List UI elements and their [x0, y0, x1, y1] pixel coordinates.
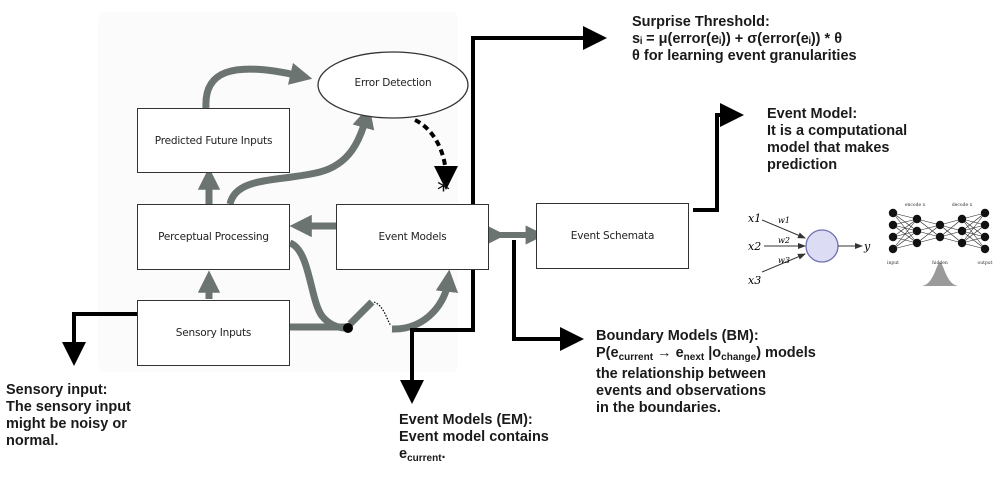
perceptron-input-x2: x2	[748, 240, 761, 253]
connector-to-surprise	[471, 26, 607, 330]
boundary-line: the relationship between	[596, 366, 766, 382]
perceptual-processing-node: Perceptual Processing	[137, 204, 290, 270]
autoencoder-edge	[961, 224, 986, 244]
predicted-future-inputs-node: Predicted Future Inputs	[137, 108, 290, 173]
boundary-formula: P(ecurrent → enext |ochange) models	[596, 345, 816, 363]
surprise-formula: sᵢ = μ(error(eᵢ)) + σ(error(eᵢ)) * θ	[632, 31, 843, 47]
sensory-title: Sensory input:	[6, 382, 108, 398]
em-formula: ecurrent.	[399, 446, 446, 464]
autoencoder-node	[980, 220, 990, 230]
connector-to-event-model	[693, 103, 744, 212]
error-detection-node	[317, 51, 469, 119]
perceptron-weight-w2: w2	[778, 236, 790, 245]
gaussian-shape	[922, 262, 958, 286]
switch-node	[343, 323, 353, 333]
autoencoder-edge	[892, 218, 918, 238]
event-model-line: It is a computational	[767, 123, 908, 139]
sensory-line: normal.	[6, 433, 59, 449]
perceptron-figure: x1 x2 x3 w1 w2 w3 y	[742, 200, 872, 288]
perceptron-output-y: y	[863, 240, 871, 253]
event-model-line: prediction	[767, 157, 838, 173]
asterisk-marker: *	[437, 176, 450, 206]
autoencoder-label: input	[887, 260, 899, 266]
autoencoder-node	[957, 226, 967, 236]
boundary-title: Boundary Models (BM):	[596, 328, 759, 344]
event-model-note: Event Model: It is a computational model…	[767, 106, 907, 174]
autoencoder-edge	[892, 218, 918, 250]
error-to-eventmodels-dashed	[414, 118, 458, 190]
autoencoder-node	[957, 238, 967, 248]
autoencoder-node	[980, 244, 990, 254]
event-schemata-node: Event Schemata	[536, 203, 689, 269]
autoencoder-figure: encode x decode x input hidden output	[884, 198, 1000, 290]
autoencoder-node	[912, 226, 922, 236]
em-title: Event Models (EM):	[399, 412, 533, 428]
autoencoder-node	[912, 238, 922, 248]
autoencoder-label: decode x	[952, 202, 973, 208]
predicted-future-inputs-label: Predicted Future Inputs	[154, 134, 273, 147]
boundary-models-note: Boundary Models (BM): P(ecurrent → enext…	[596, 328, 816, 417]
event-model-title: Event Model:	[767, 106, 858, 122]
autoencoder-edge	[892, 230, 918, 250]
connector-to-em	[400, 325, 475, 404]
sensory-inputs-label: Sensory Inputs	[175, 327, 252, 339]
autoencoder-node	[980, 208, 990, 218]
em-line: Event model contains	[399, 429, 549, 445]
autoencoder-node	[935, 220, 945, 230]
autoencoder-node	[912, 214, 922, 224]
perceptron-weight-w1: w1	[778, 216, 790, 225]
surprise-title: Surprise Threshold:	[632, 14, 770, 30]
autoencoder-node	[888, 232, 898, 242]
boundary-line: in the boundaries.	[596, 400, 721, 416]
sensory-input-note: Sensory input: The sensory input might b…	[6, 382, 131, 450]
autoencoder-label: output	[977, 260, 992, 266]
error-detection-label: Error Detection	[354, 77, 432, 89]
flow-switch-lever	[347, 299, 375, 327]
sensory-line: The sensory input	[6, 399, 131, 415]
autoencoder-node	[888, 220, 898, 230]
surprise-threshold-note: Surprise Threshold: sᵢ = μ(error(eᵢ)) + …	[632, 14, 857, 65]
event-models-label: Event Models	[378, 231, 447, 243]
autoencoder-node	[935, 232, 945, 242]
event-model-line: model that makes	[767, 140, 890, 156]
autoencoder-edge	[916, 224, 941, 244]
sensory-inputs-node: Sensory Inputs	[137, 300, 290, 366]
autoencoder-node	[980, 232, 990, 242]
event-models-node: Event Models	[336, 204, 489, 270]
perceptron-weight-w3: w3	[778, 256, 790, 265]
surprise-note: θ for learning event granularities	[632, 48, 857, 64]
autoencoder-node	[957, 214, 967, 224]
autoencoder-node	[888, 208, 898, 218]
boundary-line: events and observations	[596, 383, 767, 399]
event-models-em-note: Event Models (EM): Event model contains …	[399, 412, 549, 467]
autoencoder-edge	[939, 218, 963, 238]
autoencoder-label: hidden	[932, 260, 948, 266]
connector-to-boundary	[512, 240, 584, 351]
flow-perceptual-to-error	[226, 105, 375, 206]
sensory-line: might be noisy or	[6, 416, 127, 432]
perceptual-processing-label: Perceptual Processing	[158, 231, 269, 243]
perceptron-input-x1: x1	[748, 212, 761, 225]
flow-predicted-to-error	[202, 62, 313, 109]
autoencoder-edge	[961, 212, 986, 232]
autoencoder-edge	[961, 212, 986, 244]
flow-switch-to-eventmodels	[391, 269, 459, 333]
neuron	[805, 229, 839, 263]
switch-gap	[373, 301, 392, 327]
connector-to-sensory	[62, 312, 138, 366]
autoencoder-node	[888, 244, 898, 254]
event-schemata-label: Event Schemata	[570, 230, 655, 242]
autoencoder-label: encode x	[905, 202, 926, 208]
perceptron-input-x3: x3	[748, 274, 761, 287]
